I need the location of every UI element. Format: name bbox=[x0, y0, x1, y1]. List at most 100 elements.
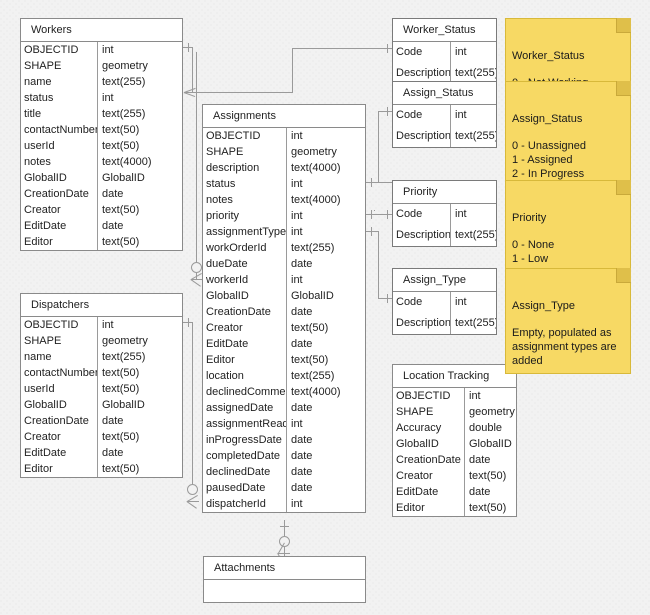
note-fold-corner-icon bbox=[616, 18, 631, 33]
field-name: GlobalID bbox=[393, 436, 465, 452]
crowfoot-assignments-workerid bbox=[190, 273, 203, 287]
field-name: notes bbox=[21, 154, 98, 170]
field-name: Editor bbox=[393, 500, 465, 516]
field-type: text(50) bbox=[469, 470, 507, 482]
connector-assignments-assign-type-v bbox=[378, 231, 379, 298]
field-name: Description bbox=[393, 313, 451, 334]
field-type: int bbox=[291, 418, 303, 430]
field-name: EditDate bbox=[393, 484, 465, 500]
field-name: contactNumber bbox=[21, 122, 98, 138]
zero-or-more-circle-dispatcherid bbox=[187, 484, 198, 495]
connector-tick-assign-status-one bbox=[387, 107, 388, 116]
field-type: GlobalID bbox=[291, 290, 334, 302]
table-row: Description text(255) bbox=[393, 313, 496, 334]
table-row: userId text(50) bbox=[21, 138, 182, 154]
connector-assignments-priority-v bbox=[374, 210, 375, 211]
field-type: text(50) bbox=[102, 140, 140, 152]
connector-workers-worker-status-v2 bbox=[292, 48, 293, 93]
field-name: SHAPE bbox=[393, 404, 465, 420]
field-name: GlobalID bbox=[21, 397, 98, 413]
field-type: text(255) bbox=[102, 76, 146, 88]
connector-workers-assignments-rail bbox=[196, 52, 197, 267]
field-name: Description bbox=[393, 126, 451, 147]
connector-tick-attachments-one bbox=[280, 526, 289, 527]
note-fold-corner-icon bbox=[616, 268, 631, 283]
field-name: description bbox=[203, 160, 287, 176]
connector-tick-assign-type-one bbox=[387, 294, 388, 303]
field-type: int bbox=[102, 44, 114, 56]
field-type: geometry bbox=[291, 146, 337, 158]
field-type: geometry bbox=[102, 335, 148, 347]
table-attachments[interactable]: Attachments bbox=[203, 556, 366, 603]
connector-workers-worker-status-h2 bbox=[192, 92, 292, 93]
field-type: int bbox=[291, 130, 303, 142]
field-type: date bbox=[291, 434, 313, 446]
field-type: text(255) bbox=[455, 317, 496, 329]
note-assign-type[interactable]: Assign_Type Empty, populated as assignme… bbox=[505, 268, 631, 375]
field-type: text(255) bbox=[291, 242, 335, 254]
field-name: userId bbox=[21, 138, 98, 154]
field-name: userId bbox=[21, 381, 98, 397]
table-row: pausedDate date bbox=[203, 480, 365, 496]
note-fold-corner-icon bbox=[616, 81, 631, 96]
field-name: CreationDate bbox=[393, 452, 465, 468]
field-name: name bbox=[21, 349, 98, 365]
field-type: int bbox=[102, 92, 114, 104]
field-name: dispatcherId bbox=[203, 496, 287, 512]
field-type: int bbox=[455, 296, 467, 308]
field-type: geometry bbox=[102, 60, 148, 72]
field-type: text(50) bbox=[102, 124, 140, 136]
field-name: EditDate bbox=[203, 336, 287, 352]
crowfoot-attachments bbox=[277, 542, 290, 564]
field-type: text(50) bbox=[102, 431, 140, 443]
field-type: date bbox=[291, 258, 313, 270]
table-title-assign-status: Assign_Status bbox=[393, 82, 496, 105]
field-type: date bbox=[291, 482, 313, 494]
note-fold-corner-icon bbox=[616, 180, 631, 195]
field-name: pausedDate bbox=[203, 480, 287, 496]
field-type: text(4000) bbox=[291, 386, 341, 398]
field-name: Accuracy bbox=[393, 420, 465, 436]
field-type: text(50) bbox=[102, 463, 140, 475]
table-title-dispatchers: Dispatchers bbox=[21, 294, 182, 317]
connector-tick-worker-status-one bbox=[387, 44, 388, 53]
table-title-worker-status: Worker_Status bbox=[393, 19, 496, 42]
field-type: text(255) bbox=[102, 351, 146, 363]
field-type: date bbox=[102, 220, 124, 232]
field-name: title bbox=[21, 106, 98, 122]
field-name: OBJECTID bbox=[21, 42, 98, 58]
table-title-location-tracking: Location Tracking bbox=[393, 365, 516, 388]
